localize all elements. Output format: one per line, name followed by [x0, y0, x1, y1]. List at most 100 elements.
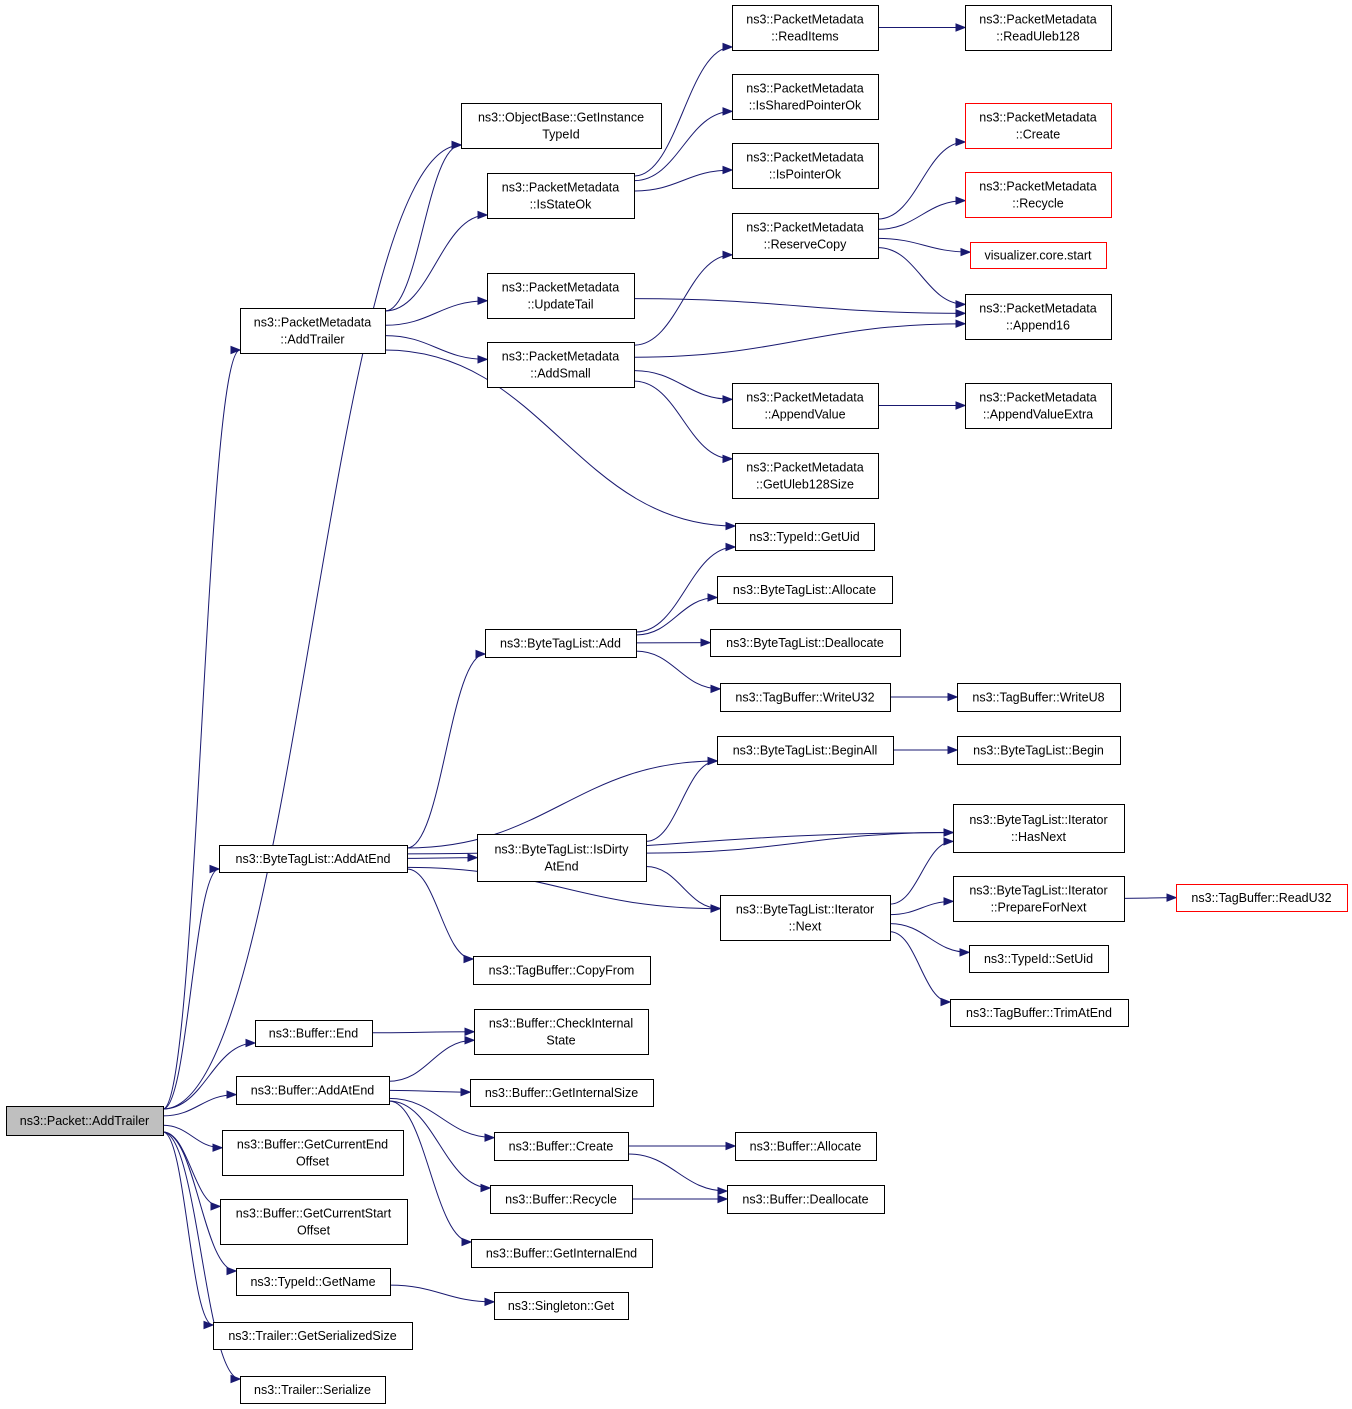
node-label: ns3::PacketMetadata: [254, 316, 371, 330]
node-bufEnd[interactable]: ns3::Buffer::End: [255, 1020, 373, 1047]
node-label: ns3::Buffer::GetCurrentEnd: [237, 1138, 388, 1152]
node-btlBeginAll[interactable]: ns3::ByteTagList::BeginAll: [717, 736, 894, 765]
arrowhead-icon: [245, 1038, 257, 1048]
node-tbWriteU8[interactable]: ns3::TagBuffer::WriteU8: [957, 683, 1121, 712]
node-bufGetInternalEnd[interactable]: ns3::Buffer::GetInternalEnd: [471, 1239, 653, 1268]
node-append16[interactable]: ns3::PacketMetadata::Append16: [965, 294, 1112, 340]
node-btlDeallocate[interactable]: ns3::ByteTagList::Deallocate: [710, 629, 901, 657]
node-label: ns3::Buffer::End: [269, 1027, 358, 1041]
node-tbTrimAtEnd[interactable]: ns3::TagBuffer::TrimAtEnd: [950, 999, 1129, 1027]
node-label: ns3::PacketMetadata: [979, 180, 1096, 194]
node-vizStart[interactable]: visualizer.core.start: [970, 242, 1107, 269]
edge-bufEnd-to-bufCheckInternal: [371, 1031, 475, 1034]
node-btlAddAtEnd[interactable]: ns3::ByteTagList::AddAtEnd: [219, 845, 408, 873]
edge-bufAddAtEnd-to-bufCheckInternal: [388, 1039, 475, 1082]
node-bufCreate[interactable]: ns3::Buffer::Create: [494, 1132, 629, 1161]
node-label: ns3::PacketMetadata: [746, 221, 863, 235]
node-isStateOk[interactable]: ns3::PacketMetadata::IsStateOk: [487, 173, 635, 219]
node-appendValueExtra[interactable]: ns3::PacketMetadata::AppendValueExtra: [965, 383, 1112, 429]
node-bufDeallocate[interactable]: ns3::Buffer::Deallocate: [727, 1185, 885, 1214]
node-tbReadU32[interactable]: ns3::TagBuffer::ReadU32: [1176, 884, 1348, 912]
node-appendValue[interactable]: ns3::PacketMetadata::AppendValue: [732, 383, 879, 429]
node-label: ::IsSharedPointerOk: [749, 99, 862, 113]
node-readUleb128[interactable]: ns3::PacketMetadata::ReadUleb128: [965, 5, 1112, 51]
arrowhead-icon: [955, 309, 967, 318]
arrowhead-icon: [959, 948, 971, 957]
node-isPointerOk[interactable]: ns3::PacketMetadata::IsPointerOk: [732, 143, 879, 189]
node-bufAddAtEnd[interactable]: ns3::Buffer::AddAtEnd: [236, 1076, 390, 1105]
node-bufRecycle[interactable]: ns3::Buffer::Recycle: [490, 1185, 633, 1214]
node-box: [732, 213, 879, 259]
arrowhead-icon: [722, 395, 734, 404]
node-box: [970, 242, 1107, 269]
node-updateTail[interactable]: ns3::PacketMetadata::UpdateTail: [487, 273, 635, 319]
arrowhead-icon: [480, 1183, 492, 1193]
node-box: [953, 804, 1125, 853]
node-tbCopyFrom[interactable]: ns3::TagBuffer::CopyFrom: [473, 956, 651, 985]
node-root[interactable]: ns3::Packet::AddTrailer: [6, 1106, 164, 1136]
arrowhead-icon: [955, 401, 967, 410]
node-box: [720, 683, 891, 712]
node-serialize[interactable]: ns3::Trailer::Serialize: [240, 1376, 386, 1404]
arrowhead-icon: [210, 1202, 222, 1211]
node-label: ::HasNext: [1011, 830, 1066, 844]
arrowhead-icon: [212, 1143, 224, 1152]
node-pmAddTrailer[interactable]: ns3::PacketMetadata::AddTrailer: [240, 308, 386, 354]
node-itNext[interactable]: ns3::ByteTagList::Iterator::Next: [720, 895, 891, 941]
edge-pmAddTrailer-to-isStateOk: [384, 214, 488, 312]
node-getName[interactable]: ns3::TypeId::GetName: [236, 1268, 391, 1296]
node-tbWriteU32[interactable]: ns3::TagBuffer::WriteU32: [720, 683, 891, 712]
edge-pmAddTrailer-to-addSmall: [384, 335, 488, 360]
node-btlAllocate[interactable]: ns3::ByteTagList::Allocate: [717, 576, 893, 604]
node-getSerSize[interactable]: ns3::Trailer::GetSerializedSize: [213, 1322, 413, 1350]
node-bufAllocate[interactable]: ns3::Buffer::Allocate: [735, 1132, 877, 1161]
arrowhead-icon: [467, 853, 479, 862]
arrowhead-icon: [475, 649, 487, 659]
edge-bufAddAtEnd-to-bufRecycle: [388, 1100, 491, 1189]
arrowhead-icon: [477, 296, 489, 305]
node-recycle[interactable]: ns3::PacketMetadata::Recycle: [965, 172, 1112, 218]
node-btlBegin[interactable]: ns3::ByteTagList::Begin: [957, 736, 1121, 765]
node-getUleb128Size[interactable]: ns3::PacketMetadata::GetUleb128Size: [732, 453, 879, 499]
node-label: ns3::ByteTagList::Iterator: [969, 884, 1107, 898]
node-box: [222, 1130, 404, 1176]
node-box: [240, 308, 386, 354]
arrowhead-icon: [707, 593, 719, 602]
node-isSharedPtrOk[interactable]: ns3::PacketMetadata::IsSharedPointerOk: [732, 74, 879, 120]
arrowhead-icon: [707, 756, 719, 766]
edge-pmAddTrailer-to-getUid: [384, 349, 736, 527]
node-label: ::Next: [789, 920, 822, 934]
arrowhead-icon: [947, 692, 959, 702]
node-addSmall[interactable]: ns3::PacketMetadata::AddSmall: [487, 342, 635, 388]
node-box: [6, 1106, 164, 1136]
node-box: [969, 945, 1109, 973]
edge-addSmall-to-appendValue: [633, 370, 733, 400]
node-singletonGet[interactable]: ns3::Singleton::Get: [494, 1292, 629, 1320]
node-box: [474, 1009, 649, 1055]
node-typeSetUid[interactable]: ns3::TypeId::SetUid: [969, 945, 1109, 973]
node-bufGetInternalSize[interactable]: ns3::Buffer::GetInternalSize: [470, 1079, 654, 1107]
arrowhead-icon: [460, 1087, 472, 1097]
node-box: [220, 1199, 408, 1245]
node-label: ::IsPointerOk: [769, 168, 842, 182]
node-box: [487, 173, 635, 219]
edge-itNext-to-itHasNext: [889, 840, 954, 905]
node-box: [219, 845, 408, 873]
node-itPrepare[interactable]: ns3::ByteTagList::Iterator::PrepareForNe…: [953, 876, 1125, 922]
arrowhead-icon: [955, 300, 967, 309]
edge-pmAddTrailer-to-updateTail: [384, 300, 488, 326]
node-readItems[interactable]: ns3::PacketMetadata::ReadItems: [732, 5, 879, 51]
node-itHasNext[interactable]: ns3::ByteTagList::Iterator::HasNext: [953, 804, 1125, 853]
node-create[interactable]: ns3::PacketMetadata::Create: [965, 103, 1112, 149]
node-label: ns3::Buffer::Recycle: [505, 1193, 617, 1207]
node-reserveCopy[interactable]: ns3::PacketMetadata::ReserveCopy: [732, 213, 879, 259]
node-getUid[interactable]: ns3::TypeId::GetUid: [735, 523, 875, 551]
node-box: [213, 1322, 413, 1350]
node-btlAdd[interactable]: ns3::ByteTagList::Add: [485, 629, 637, 658]
node-label: Offset: [297, 1224, 331, 1238]
